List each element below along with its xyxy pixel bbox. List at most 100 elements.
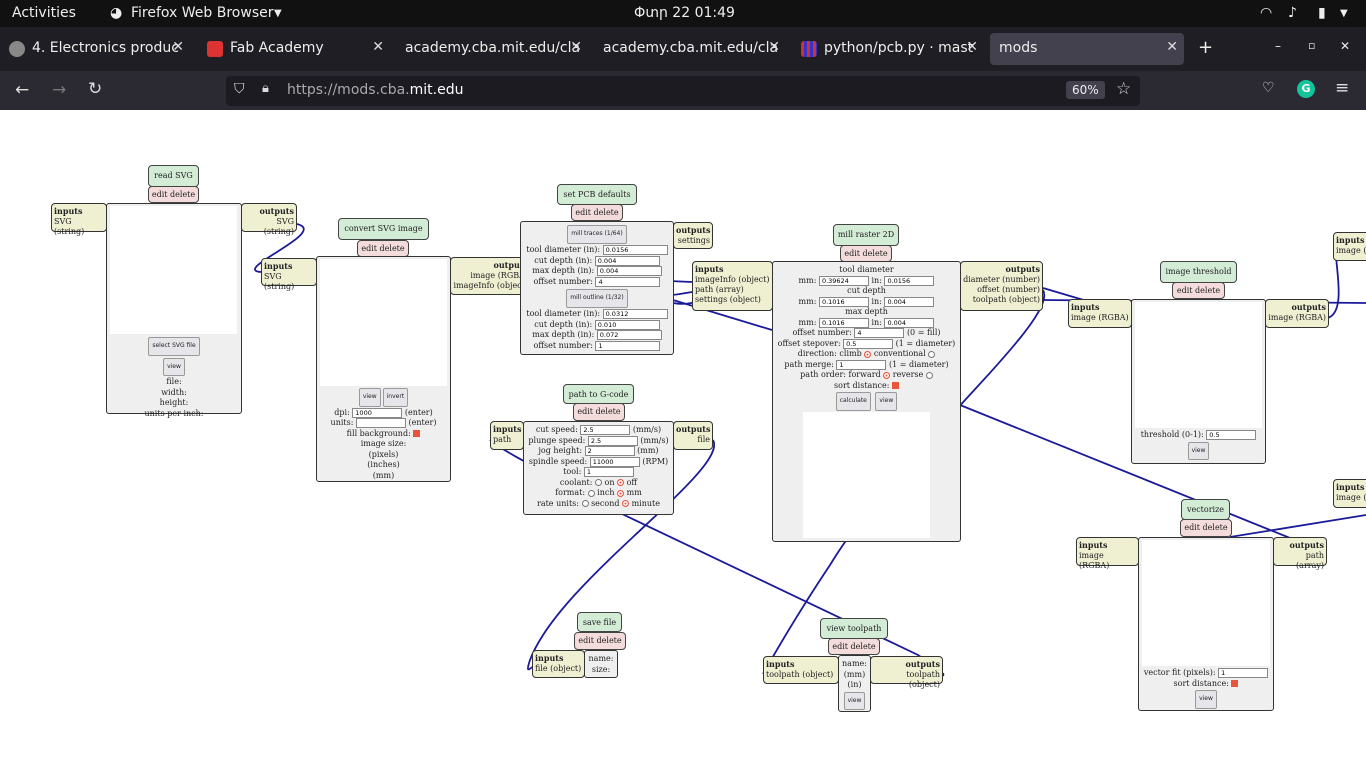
view-button[interactable]: view: [875, 392, 898, 411]
edit-delete-button[interactable]: edit delete: [840, 245, 892, 262]
close-tab-icon[interactable]: ✕: [570, 39, 582, 55]
mm-radio[interactable]: [617, 489, 625, 497]
module-title[interactable]: read SVG: [148, 165, 199, 187]
forward-radio[interactable]: [883, 371, 891, 379]
tab-mods[interactable]: mods✕: [990, 33, 1184, 65]
output-settings[interactable]: settings: [677, 236, 710, 245]
input-image[interactable]: image (RGBA): [1079, 551, 1110, 570]
edit-delete-button[interactable]: edit delete: [573, 403, 625, 421]
close-window-icon[interactable]: ✕: [1340, 39, 1351, 53]
input-svg[interactable]: SVG (string): [264, 272, 295, 291]
sort-distance-checkbox[interactable]: [891, 382, 899, 389]
threshold-input[interactable]: [1206, 430, 1257, 440]
input-imageinfo[interactable]: imageInfo (object): [695, 275, 770, 284]
units-input[interactable]: [355, 418, 406, 428]
input-image[interactable]: image (: [1336, 246, 1366, 255]
module-title[interactable]: mill raster 2D: [833, 224, 899, 246]
plunge-speed-input[interactable]: [587, 435, 638, 446]
forward-icon[interactable]: →: [52, 80, 67, 100]
close-tab-icon[interactable]: ✕: [172, 39, 184, 55]
volume-icon[interactable]: ♪: [1288, 5, 1297, 21]
input-file[interactable]: file (object): [535, 664, 582, 673]
input-image[interactable]: image (: [1336, 493, 1366, 502]
edit-delete-button[interactable]: edit delete: [1180, 519, 1232, 537]
minimize-icon[interactable]: –: [1275, 39, 1281, 53]
tab-pcb-py[interactable]: python/pcb.py · mast✕: [792, 33, 984, 65]
module-title[interactable]: set PCB defaults: [557, 184, 637, 205]
edit-delete-button[interactable]: edit delete: [571, 204, 623, 221]
activities-button[interactable]: Activities: [12, 5, 76, 21]
calculate-button[interactable]: calculate: [835, 392, 871, 411]
maximize-icon[interactable]: ▫: [1308, 39, 1316, 52]
module-title[interactable]: convert SVG image: [338, 218, 429, 240]
edit-delete-button[interactable]: edit delete: [574, 632, 626, 650]
offset-stepover-input[interactable]: [843, 338, 894, 349]
bookmark-star-icon[interactable]: ☆: [1116, 79, 1132, 99]
clock[interactable]: Փտր 22 01:49: [634, 5, 735, 21]
url-text[interactable]: https://mods.cba.mit.edu: [287, 82, 463, 98]
cut-speed-input[interactable]: [580, 425, 631, 435]
traces-cut-depth-input[interactable]: [594, 255, 660, 266]
inch-radio[interactable]: [587, 489, 595, 497]
grammarly-icon[interactable]: G: [1297, 80, 1315, 98]
output-svg[interactable]: SVG (string): [263, 217, 294, 236]
tab-academy-1[interactable]: academy.cba.mit.edu/cla✕: [396, 33, 588, 65]
traces-tool-diameter-input[interactable]: [602, 244, 668, 255]
new-tab-icon[interactable]: +: [1198, 37, 1214, 58]
input-path[interactable]: path: [493, 435, 512, 444]
output-offset[interactable]: offset (number): [977, 285, 1040, 294]
fill-background-checkbox[interactable]: [413, 430, 421, 437]
close-tab-icon[interactable]: ✕: [966, 39, 978, 55]
view-button[interactable]: view: [843, 691, 866, 710]
app-menu[interactable]: Firefox Web Browser: [131, 5, 274, 21]
edit-delete-button[interactable]: edit delete: [357, 240, 409, 257]
climb-radio[interactable]: [864, 350, 872, 358]
conventional-radio[interactable]: [928, 350, 936, 358]
output-imageinfo[interactable]: imageInfo (object): [453, 281, 529, 290]
module-title[interactable]: view toolpath: [820, 618, 888, 639]
outline-cut-depth-input[interactable]: [594, 319, 660, 330]
output-image[interactable]: image (RGBA): [1268, 313, 1326, 322]
input-image[interactable]: image (RGBA): [1071, 313, 1129, 322]
edit-delete-button[interactable]: edit delete: [1172, 282, 1225, 299]
output-image[interactable]: image (RGBA): [470, 271, 528, 280]
close-tab-icon[interactable]: ✕: [768, 39, 780, 55]
path-merge-input[interactable]: [836, 359, 887, 370]
reload-icon[interactable]: ↻: [88, 79, 103, 99]
cut-depth-in-input[interactable]: [884, 296, 935, 307]
offset-number-input[interactable]: [854, 328, 905, 338]
tab-electronics[interactable]: 4. Electronics produc✕: [0, 33, 190, 65]
view-button[interactable]: view: [358, 388, 381, 407]
module-title[interactable]: image threshold: [1160, 261, 1237, 283]
dpi-input[interactable]: [352, 407, 403, 418]
input-settings[interactable]: settings (object): [695, 295, 761, 304]
invert-button[interactable]: invert: [382, 388, 409, 407]
sort-distance-checkbox[interactable]: [1231, 680, 1239, 687]
max-depth-in-input[interactable]: [884, 317, 935, 328]
close-tab-icon[interactable]: ✕: [1166, 39, 1178, 55]
edit-delete-button[interactable]: edit delete: [828, 638, 880, 655]
view-button[interactable]: view: [1195, 690, 1217, 709]
max-depth-mm-input[interactable]: [818, 317, 869, 328]
view-button[interactable]: view: [163, 357, 185, 376]
mill-traces-button[interactable]: mill traces (1/64): [567, 225, 627, 244]
menu-icon[interactable]: ≡: [1335, 78, 1350, 98]
module-title[interactable]: save file: [577, 612, 622, 632]
traces-offset-number-input[interactable]: [595, 277, 661, 288]
vector-fit-input[interactable]: [1218, 668, 1269, 678]
input-svg[interactable]: SVG (string): [54, 217, 85, 236]
coolant-off-radio[interactable]: [617, 479, 625, 486]
url-bar[interactable]: ⛉ 🔒︎ https://mods.cba.mit.edu 60% ☆: [226, 76, 1140, 106]
